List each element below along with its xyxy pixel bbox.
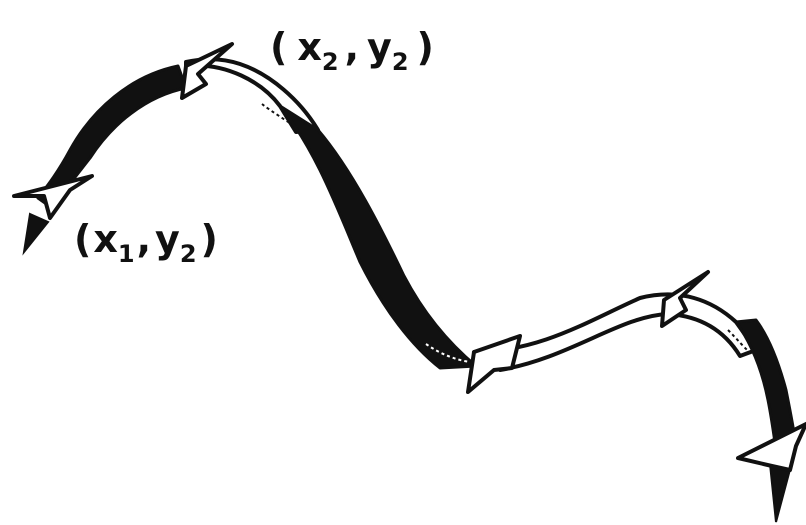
ribbon-segment-middle — [278, 104, 478, 370]
label-point-left: (x1,y2) — [74, 217, 218, 268]
arrowhead-valley — [466, 334, 522, 394]
arrowhead-right — [736, 422, 806, 472]
label-point-top: (x2,y2) — [270, 25, 434, 76]
arrowhead-hump — [660, 270, 710, 328]
arrowhead-top — [180, 42, 234, 100]
arrowhead-left — [12, 174, 94, 220]
